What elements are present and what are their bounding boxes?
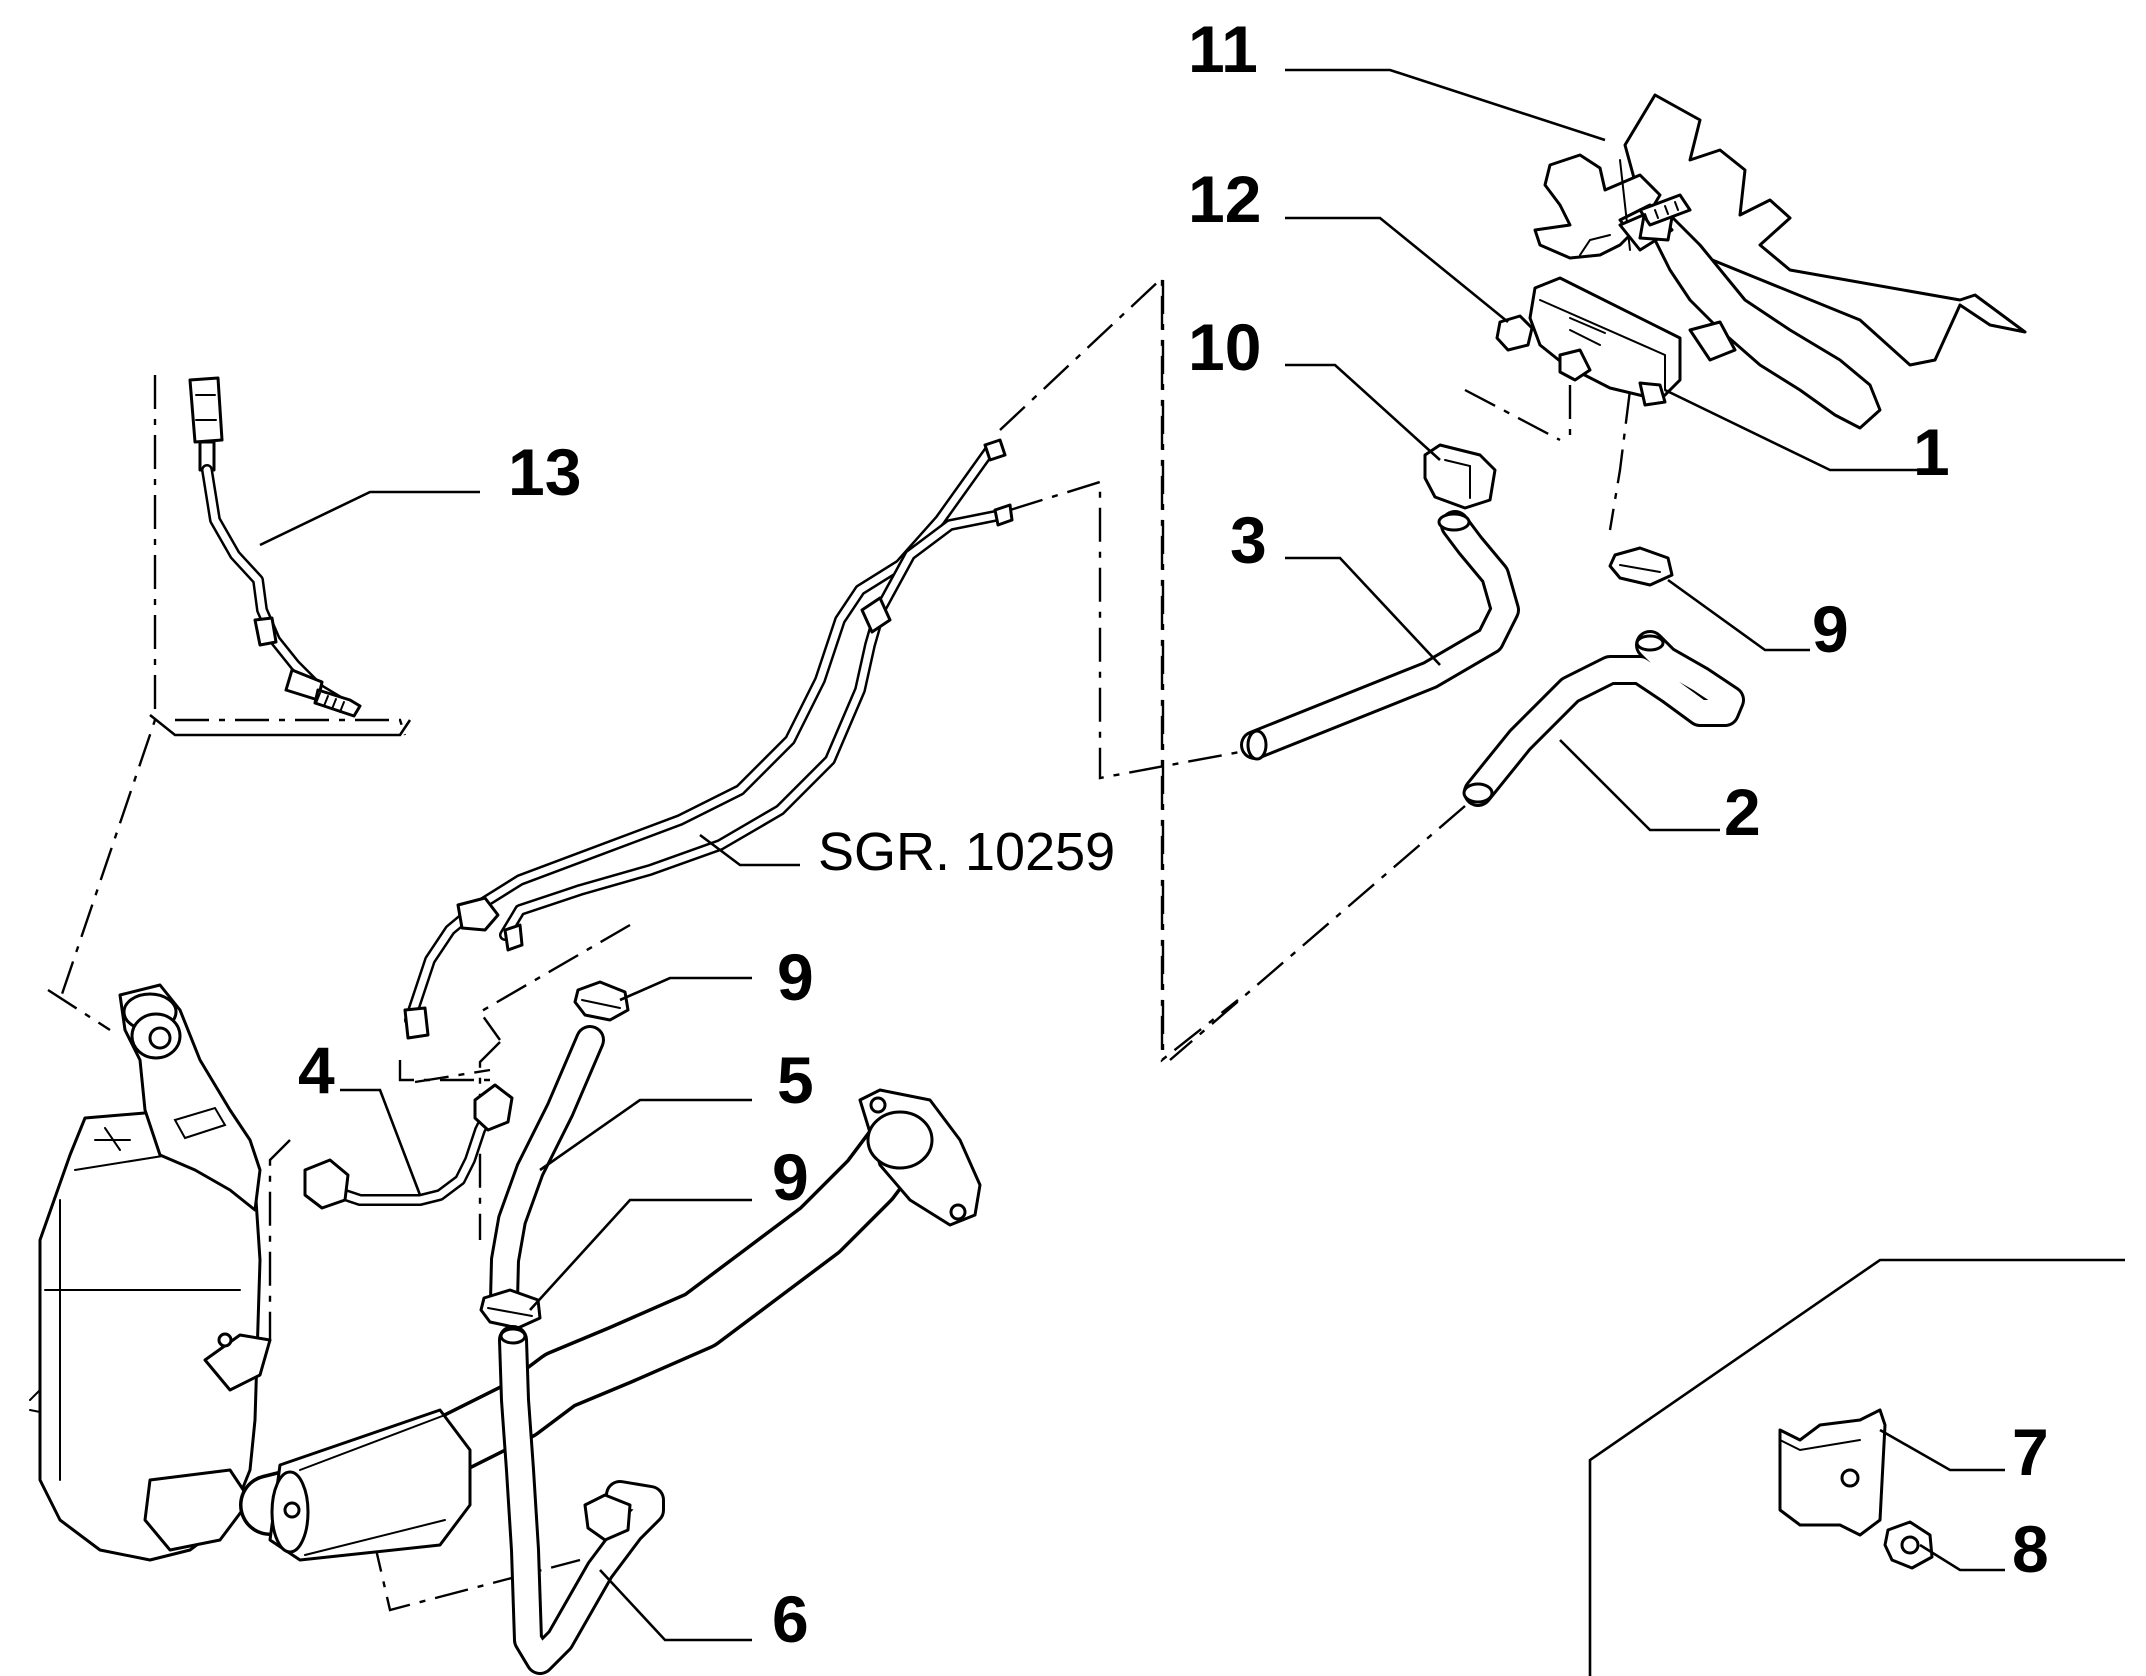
exhaust-pipe (239, 1088, 982, 1562)
part-9-clamp-lower (479, 1288, 542, 1330)
bolt (1638, 193, 1692, 227)
part-9-clamp-middle (573, 980, 630, 1022)
callout-1: 1 (1913, 415, 1950, 489)
part-5-hose (489, 1025, 605, 1315)
callout-7: 7 (2012, 1415, 2049, 1489)
part-12-nut (1495, 314, 1534, 352)
callout-4: 4 (298, 1033, 335, 1107)
part-13-lambda-sensor (188, 376, 362, 718)
callout-8: 8 (2012, 1512, 2049, 1586)
callout-leader-lines (149, 68, 2005, 1642)
callout-9-middle: 9 (777, 940, 814, 1014)
callout-12: 12 (1188, 162, 1261, 236)
part-2-hose (1462, 630, 1745, 807)
catalytic-converter (29, 983, 272, 1562)
callout-6: 6 (772, 1582, 809, 1656)
part-1-pressure-sensor (1528, 276, 1682, 407)
part-6-tube (498, 1325, 665, 1675)
callout-3: 3 (1230, 503, 1267, 577)
callout-9-lower: 9 (772, 1140, 809, 1214)
part-4-pipe (303, 1083, 514, 1210)
parts-7-8-bracket (1588, 1258, 2125, 1676)
assembly-guide-lines (47, 275, 1632, 1612)
callout-5: 5 (777, 1043, 814, 1117)
callout-numbers: 11 12 10 13 3 1 9 2 9 4 5 9 7 8 6 (298, 12, 2049, 1656)
part-9-clamp-upper (1608, 546, 1674, 587)
callout-13: 13 (508, 435, 581, 509)
sgr-10259-tubes (403, 438, 1014, 1040)
callout-2: 2 (1724, 775, 1761, 849)
callout-11: 11 (1188, 12, 1258, 86)
reference-label-sgr: SGR. 10259 (818, 822, 1115, 882)
callout-10: 10 (1188, 310, 1261, 384)
part-3-hose (1240, 510, 1520, 761)
callout-9-upper: 9 (1812, 592, 1849, 666)
part-10-clip (1423, 443, 1497, 510)
